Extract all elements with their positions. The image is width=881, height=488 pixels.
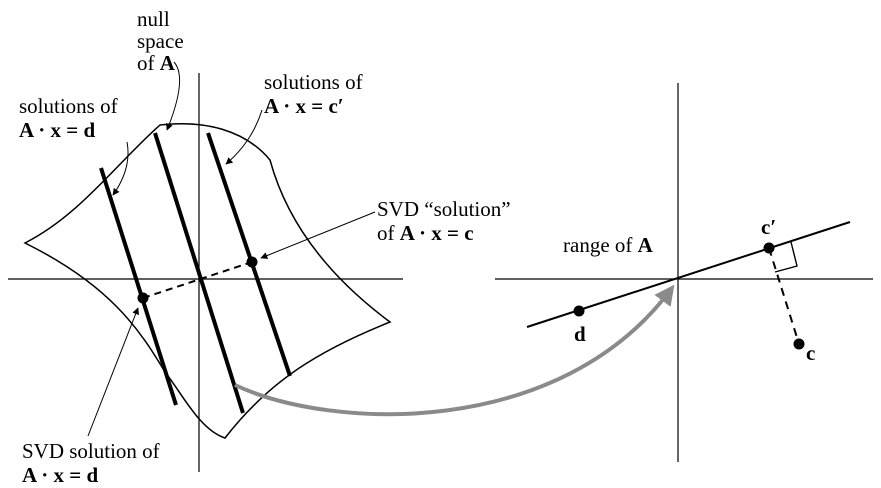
solutions-cprime-label-1: solutions of	[264, 70, 363, 94]
svd-solution-c-point	[246, 256, 258, 268]
svd-solution-d-point	[137, 292, 149, 304]
point-cprime-label: c′	[761, 215, 776, 239]
solution-line-d	[99, 167, 178, 406]
solutions-d-label-1: solutions of	[19, 94, 118, 118]
solution-line-cprime	[206, 132, 292, 377]
point-d	[573, 305, 585, 317]
null-space-label-3: of A	[137, 51, 176, 75]
pointer-svd-c	[260, 211, 376, 259]
point-c-label: c	[806, 341, 815, 365]
domain-surface	[23, 123, 392, 439]
range-label: range of A	[563, 233, 654, 257]
mapping-arrow	[234, 284, 675, 417]
point-c	[793, 338, 805, 350]
svd-solution-d-label-1: SVD solution of	[22, 439, 160, 463]
svd-solution-c-label-1: SVD “solution”	[377, 197, 511, 221]
right-angle-marker	[774, 241, 798, 273]
pointer-solutions-cprime	[225, 109, 263, 165]
point-cprime	[763, 242, 775, 254]
svd-solution-d-label-2: A · x = d	[22, 463, 98, 487]
pointer-null-space	[166, 61, 181, 131]
null-space-label-1: null	[137, 7, 170, 31]
svd-solution-c-label-2: of A · x = c	[377, 221, 474, 245]
solutions-cprime-label-2: A · x = c′	[264, 94, 344, 118]
null-space-label-2: space	[137, 29, 184, 53]
null-space-line	[153, 132, 245, 414]
solutions-d-label-2: A · x = d	[19, 118, 95, 142]
projection-dashed	[768, 247, 800, 345]
pointer-solutions-d	[112, 141, 129, 196]
pointer-svd-d	[87, 307, 139, 437]
point-d-label: d	[574, 322, 586, 346]
